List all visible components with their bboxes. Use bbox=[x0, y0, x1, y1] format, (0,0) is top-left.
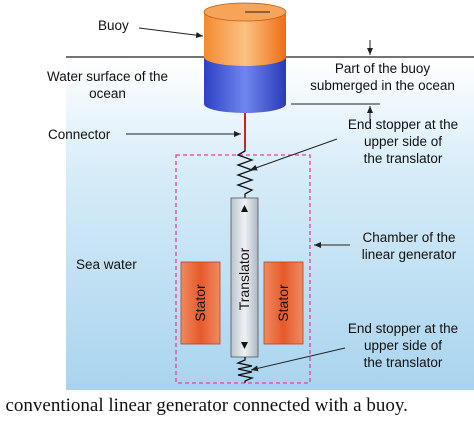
water-surface-label: Water surface of the ocean bbox=[46, 69, 169, 101]
submerged-part-label: Part of the buoy submerged in the ocean bbox=[310, 61, 455, 93]
sea-water-label: Sea water bbox=[76, 257, 137, 272]
translator-label: Translator bbox=[236, 247, 252, 311]
figure-caption: . conventional linear generator connecte… bbox=[0, 395, 408, 416]
end-stopper-bottom-pointer bbox=[250, 347, 346, 372]
stator-left-label: Stator bbox=[192, 284, 208, 322]
buoy-label: Buoy bbox=[98, 18, 129, 33]
connector-label: Connector bbox=[48, 127, 111, 142]
end-stopper-top-label: End stopper at the upper side of the tra… bbox=[347, 117, 459, 166]
end-stopper-top-pointer bbox=[249, 138, 338, 171]
stator-right-label: Stator bbox=[275, 284, 291, 322]
generator-chamber bbox=[175, 154, 311, 384]
stator-right bbox=[263, 261, 304, 345]
buoy-bottom-body bbox=[204, 57, 286, 113]
end-stopper-bottom-label: End stopper at the upper side of the tra… bbox=[347, 321, 459, 370]
top-spring bbox=[236, 148, 254, 198]
bottom-spring bbox=[235, 357, 255, 383]
translator-down-arrow bbox=[241, 342, 248, 349]
translator bbox=[230, 197, 259, 358]
chamber-label: Chamber of the linear generator bbox=[361, 230, 457, 262]
translator-up-arrow bbox=[241, 205, 248, 212]
buoy-pointer bbox=[138, 27, 204, 39]
stator-left bbox=[180, 261, 221, 345]
buoy bbox=[203, 2, 287, 113]
buoy-top-body bbox=[204, 12, 286, 66]
